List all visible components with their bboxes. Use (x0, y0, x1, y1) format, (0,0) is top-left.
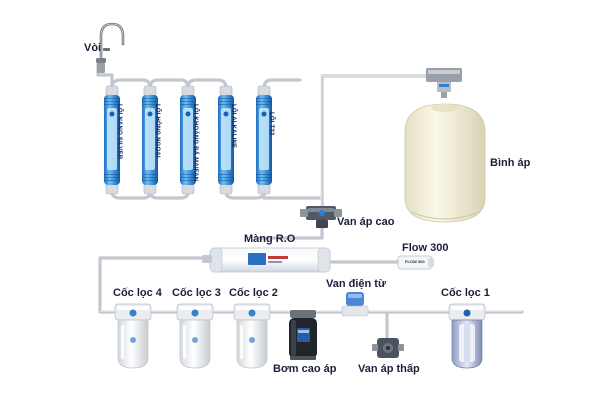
cup-2-housing (233, 303, 271, 369)
ro-membrane (202, 247, 331, 273)
cartridge-label-alkaline: LÕI ALKALINE (230, 104, 236, 149)
pipe-bottom-2-3 (148, 190, 190, 200)
cup4-label: Cốc lọc 4 (113, 287, 162, 299)
pressure-tank-label: Bình áp (490, 157, 531, 169)
cartridge-label-far-infrared: LÕI HỒNG NGOẠI (154, 104, 160, 158)
pipe-top-2-3 (148, 78, 190, 90)
pipe-bottom-5 (262, 190, 322, 200)
cup-1-housing (448, 303, 486, 369)
cartridge-1 (104, 85, 120, 195)
filter-cups (114, 303, 486, 369)
cup3-label: Cốc lọc 3 (172, 287, 221, 299)
cup-3-housing (176, 303, 214, 369)
low-pressure-valve-icon (372, 338, 404, 358)
cartridge-4 (218, 85, 234, 195)
cup1-label: Cốc lọc 1 (441, 287, 490, 299)
flow-label: Flow 300 (402, 242, 449, 254)
pipe-membrane-cups (98, 256, 212, 312)
solenoid-valve-label: Van điện từ (326, 278, 386, 290)
flow-tag: FLOW 300 (405, 259, 425, 264)
cup2-label: Cốc lọc 2 (229, 287, 278, 299)
cartridge-5 (256, 85, 272, 195)
cartridge-label-nano-silver: LÕI NANO SILVER (116, 104, 122, 160)
ro-membrane-label: Màng R.O (244, 233, 296, 245)
cartridge-label-maifan: LÕI KHOÁNG ĐÁ MAIFAN (192, 104, 198, 182)
faucet-icon (96, 22, 125, 73)
low-pressure-valve-label: Van áp thấp (358, 363, 420, 375)
booster-pump-label: Bơm cao áp (273, 363, 337, 375)
booster-pump-icon (289, 310, 317, 360)
cup-4-housing (114, 303, 152, 369)
cartridge-label-t33: LÕI T33 (268, 112, 274, 136)
faucet-label: Vòi (84, 42, 102, 54)
flow-restrictor (397, 255, 434, 270)
solenoid-valve-icon (341, 292, 369, 317)
high-pressure-valve-icon (300, 206, 342, 228)
cartridge-3 (180, 85, 196, 195)
pressure-tank (404, 68, 486, 223)
high-pressure-valve-label: Van áp cao (337, 216, 395, 228)
post-filter-cartridges (104, 85, 272, 195)
cartridge-2 (142, 85, 158, 195)
